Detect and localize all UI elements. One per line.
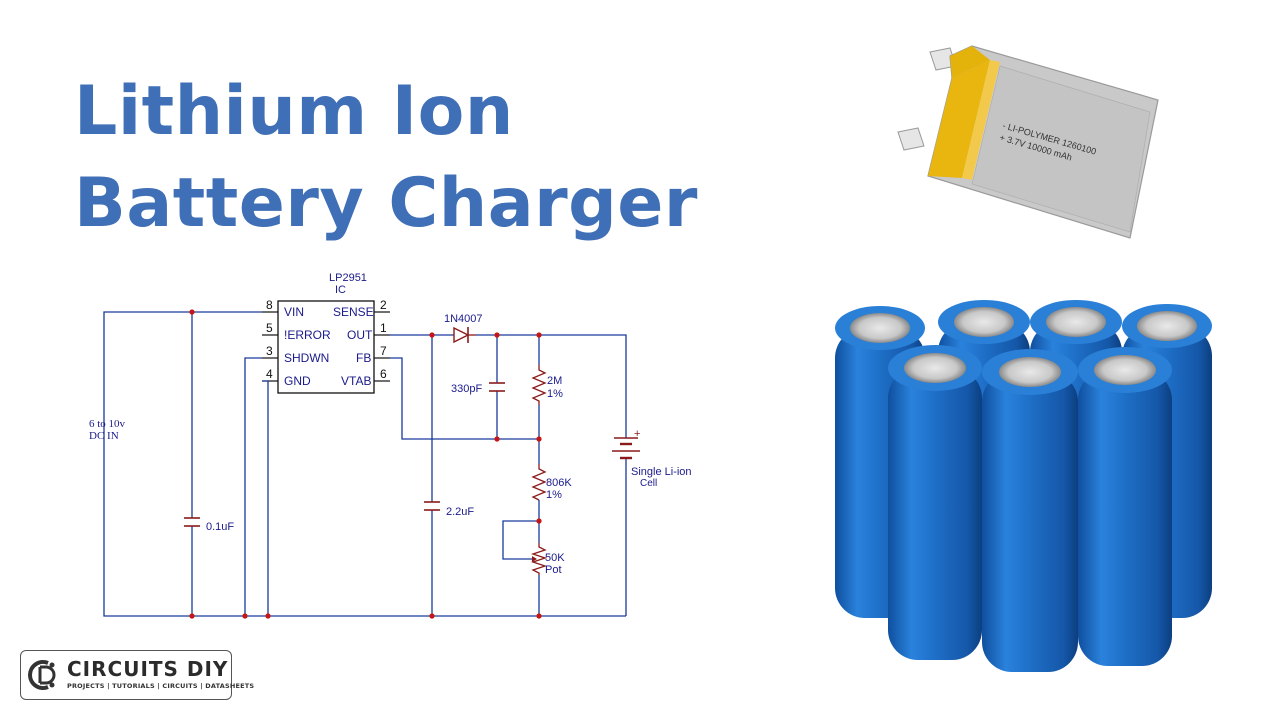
logo-brand: CIRCUITS DIY — [67, 657, 229, 681]
resistor-2m-value: 2M — [547, 375, 562, 387]
pin-vin: VIN — [284, 305, 304, 319]
diode-1n4007 — [453, 326, 476, 344]
capacitor-2-2uf — [424, 501, 440, 511]
pin-error: !ERROR — [284, 328, 331, 342]
pot-value: 50K — [545, 552, 565, 564]
wire-pot-wiper — [502, 520, 539, 560]
capacitor-0-1uf — [184, 517, 200, 527]
pin-shdwn: SHDWN — [284, 351, 329, 365]
wire-diode-out — [476, 334, 627, 438]
cell-front-2 — [982, 349, 1078, 672]
wire-gnd — [262, 380, 269, 616]
pin-out: OUT — [347, 328, 373, 342]
pin-fb: FB — [356, 351, 371, 365]
pin-num-6: 6 — [380, 367, 387, 381]
pin-num-4: 4 — [266, 367, 273, 381]
ic-body — [277, 300, 375, 394]
cap-2-2uf-label: 2.2uF — [446, 506, 474, 518]
page-title: Lithium Ion Battery Charger — [74, 66, 698, 250]
cap-0-1uf-label: 0.1uF — [206, 521, 234, 533]
resistor-806k-value: 806K — [546, 477, 572, 489]
pot-sub: Pot — [545, 564, 562, 576]
pin-gnd: GND — [284, 374, 311, 388]
resistor-2m — [531, 365, 547, 405]
input-label-2: DC IN — [89, 430, 119, 442]
resistor-2m-tolerance: 1% — [547, 388, 563, 400]
title-line-2: Battery Charger — [74, 164, 698, 243]
wire-fb — [390, 357, 539, 440]
lipo-pouch-cell-image: - LI-POLYMER 1260100 + 3.7V 10000 mAh — [897, 45, 1159, 239]
junction-dots — [189, 309, 542, 619]
battery-cell-symbol — [612, 437, 640, 460]
cap-330pf-label: 330pF — [451, 383, 482, 395]
cell-front-3 — [1078, 347, 1172, 666]
wire-shdwn — [244, 357, 262, 616]
resistor-806k-tolerance: 1% — [546, 489, 562, 501]
input-label-1: 6 to 10v — [89, 418, 126, 430]
cell-front-1 — [888, 345, 982, 660]
pin-vtab: VTAB — [341, 374, 371, 388]
title-line-1: Lithium Ion — [74, 72, 514, 151]
pin-num-8: 8 — [266, 298, 273, 312]
cell-label-1: Single Li-ion — [631, 466, 692, 478]
pin-num-7: 7 — [380, 344, 387, 358]
diode-label: 1N4007 — [444, 313, 483, 325]
circuits-diy-logo: CIRCUITS DIY PROJECTS | TUTORIALS | CIRC… — [20, 650, 254, 700]
ic-sub: IC — [335, 284, 346, 296]
pin-num-1: 1 — [380, 321, 387, 335]
pin-num-5: 5 — [266, 321, 273, 335]
circuits-diy-logo-icon — [28, 660, 56, 690]
lithium-18650-cells-image — [835, 300, 1212, 672]
pin-num-2: 2 — [380, 298, 387, 312]
ic-name: LP2951 — [329, 272, 367, 284]
resistor-806k — [531, 464, 547, 501]
pin-sense: SENSE — [333, 305, 374, 319]
potentiometer-50k — [530, 543, 548, 575]
cell-label-2: Cell — [640, 478, 657, 489]
wire-input-loop — [103, 311, 626, 617]
battery-plus-sign: + — [634, 428, 640, 440]
logo-tagline: PROJECTS | TUTORIALS | CIRCUITS | DATASH… — [67, 682, 255, 690]
pin-num-3: 3 — [266, 344, 273, 358]
capacitor-330pf — [489, 382, 505, 392]
